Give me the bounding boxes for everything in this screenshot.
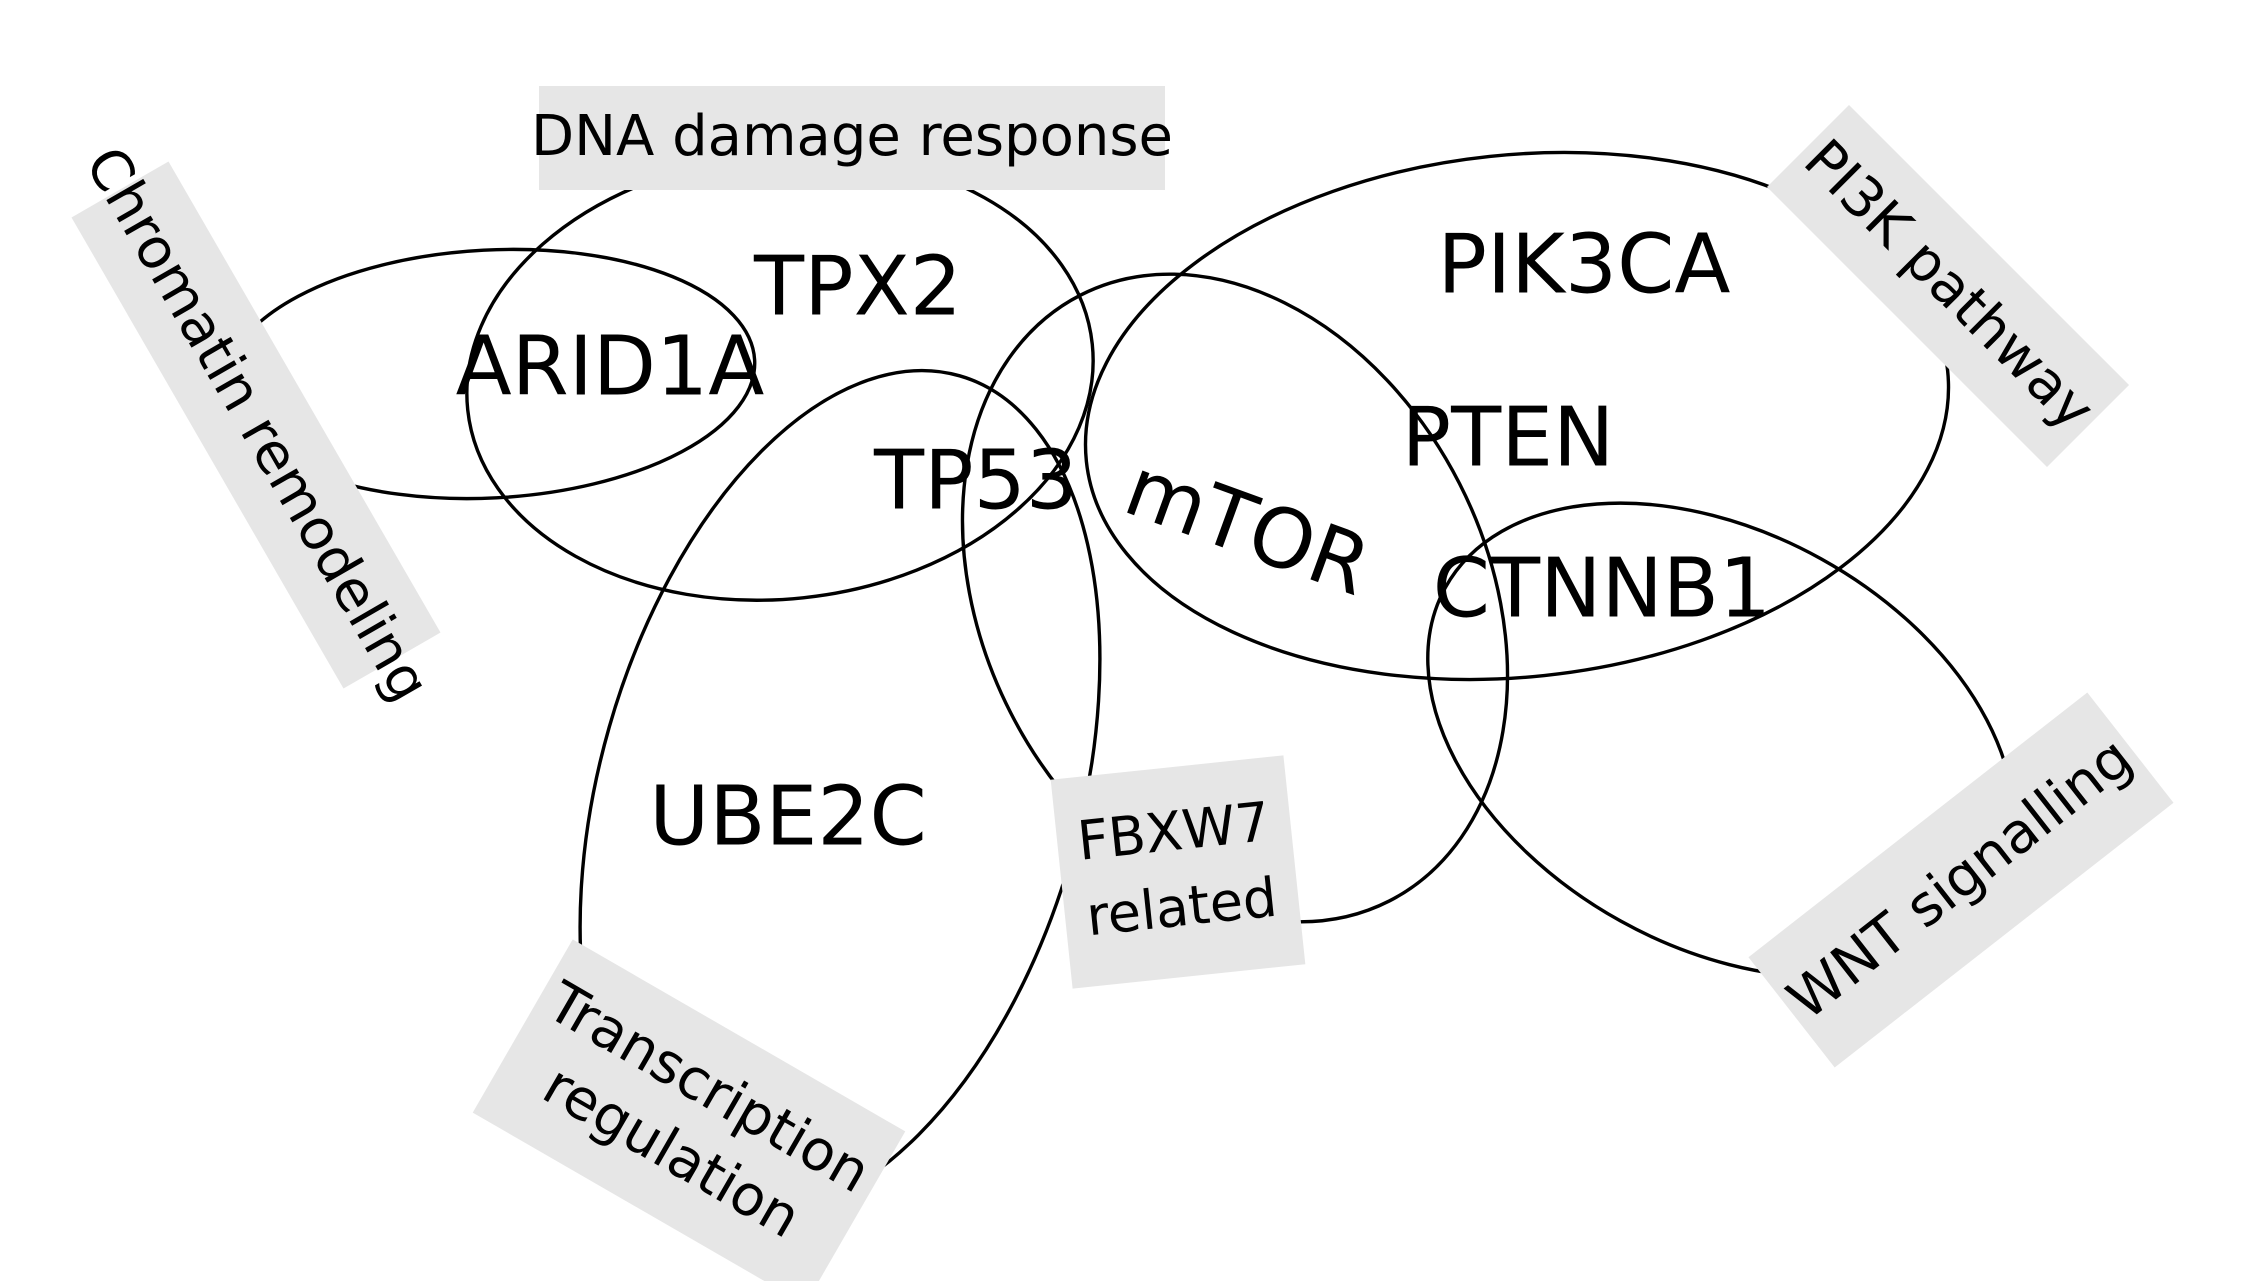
dna-damage-response-label: DNA damage response [531,86,1173,190]
fbxw7-related-label-box [1050,755,1306,989]
chromatin-remodeling-label-box [71,161,441,689]
gene-label-pik3ca: PIK3CA [1438,217,1731,312]
gene-label-tp53: TP53 [873,433,1078,528]
fbxw7-related-label: FBXW7 related [1050,755,1306,989]
transcription-regulation-label-box [472,939,906,1281]
gene-label-pten: PTEN [1402,390,1615,485]
chromatin-remodeling-label-text: Chromatin remodeling [72,136,442,712]
pi3k-pathway-label-box [1766,104,2130,468]
chromatin-remodeling-label: Chromatin remodeling [71,136,442,712]
wnt-signalling-label-text: WNT signalling [1776,725,2145,1033]
wnt-signalling-label-box [1748,692,2174,1068]
wnt-signalling-label: WNT signalling [1748,692,2174,1068]
gene-label-ube2c: UBE2C [649,769,927,864]
gene-label-mtor: mTOR [1113,440,1382,615]
gene-label-tpx2: TPX2 [753,239,962,334]
dna-damage-response-label-text: DNA damage response [531,104,1173,169]
transcription-regulation-label: Transcription regulation [472,939,906,1281]
gene-label-ctnnb1: CTNNB1 [1433,541,1771,636]
wnt-signalling-ellipse [1426,501,2016,979]
fbxw7-related-ellipse [960,272,1510,924]
pi3k-pathway-ellipse [1083,150,1951,682]
dna-damage-response-label-box [539,86,1165,190]
gene-label-arid1a: ARID1A [456,319,765,414]
